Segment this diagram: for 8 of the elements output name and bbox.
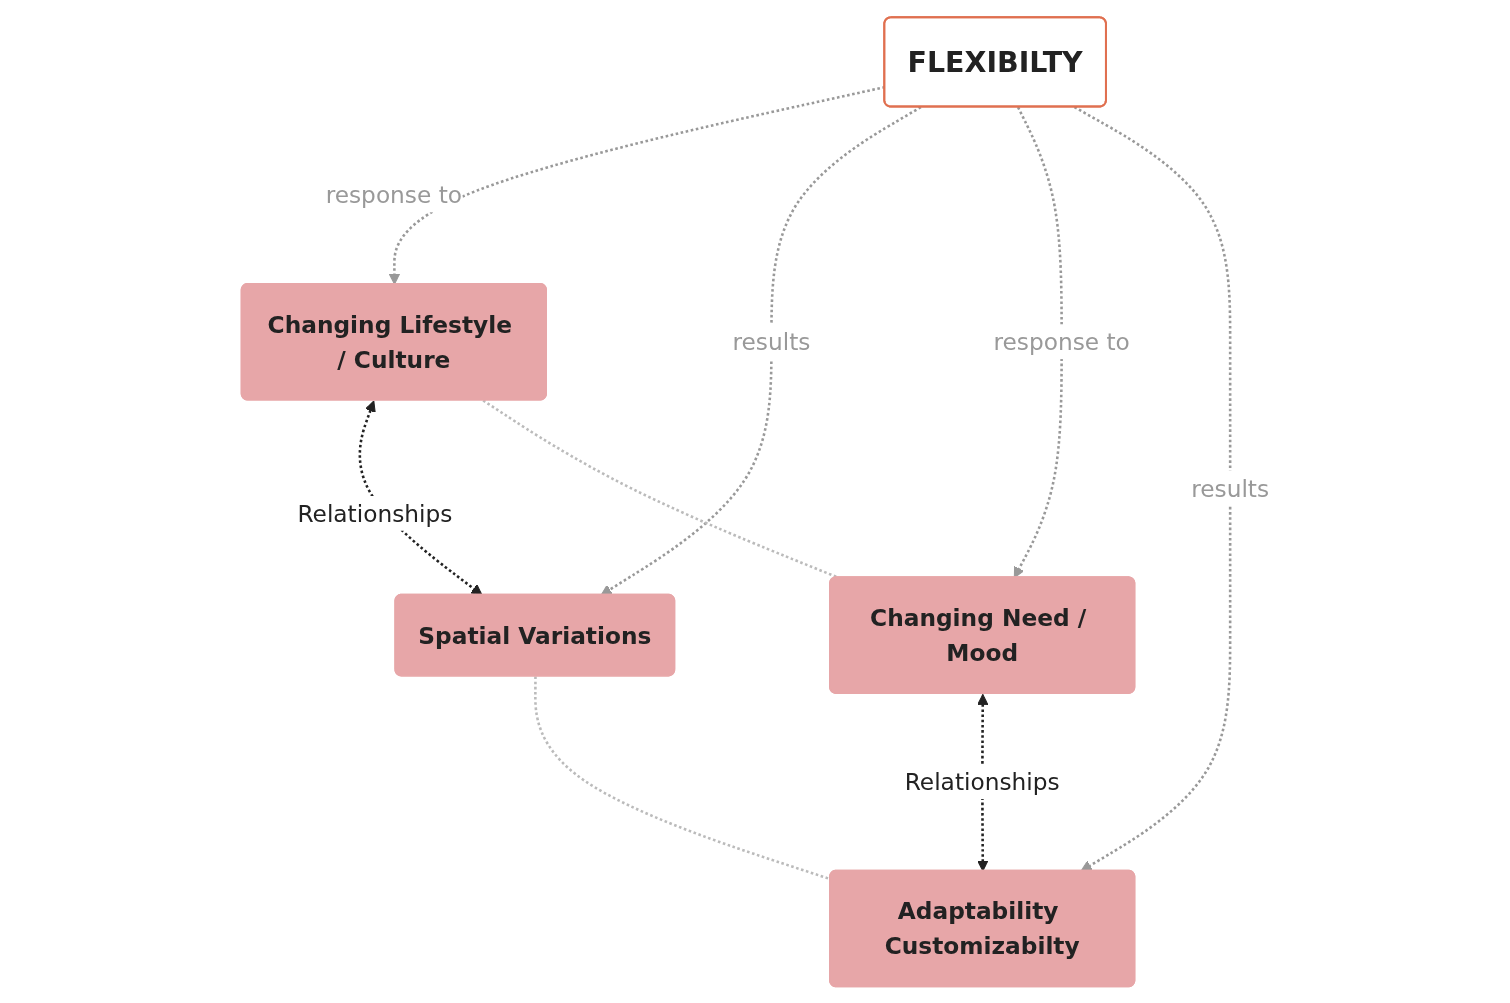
edge-label: Relationships (297, 499, 453, 527)
arrow (1013, 106, 1063, 578)
arrow (1073, 105, 1232, 871)
edge-label: Relationships (904, 767, 1060, 795)
edge-label: response to (993, 327, 1130, 355)
edge-label: response to (325, 180, 462, 209)
edge-label: results (1190, 474, 1269, 502)
edge-label: results (732, 327, 811, 355)
